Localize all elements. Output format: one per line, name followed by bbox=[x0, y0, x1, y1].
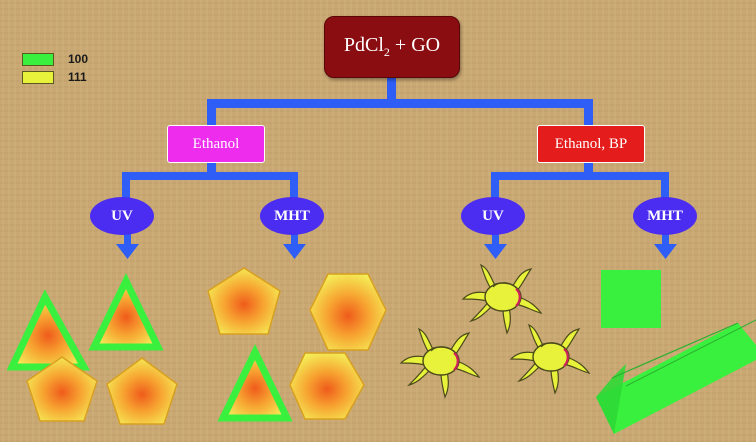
branch-label-ethanol: Ethanol bbox=[192, 135, 240, 152]
method-label-bp-mht: MHT bbox=[647, 207, 683, 224]
branch-box-ethanol: Ethanol bbox=[167, 125, 265, 163]
legend-label-100: 100 bbox=[68, 52, 89, 66]
root-box-pdcl2-go: PdCl2 + GO bbox=[324, 16, 460, 78]
method-label-bp-uv: UV bbox=[482, 207, 504, 224]
method-label-ethanol-uv: UV bbox=[111, 207, 133, 224]
method-label-ethanol-mht: MHT bbox=[274, 207, 310, 224]
method-oval-ethanol-mht: MHT bbox=[260, 197, 324, 235]
root-label-pre: PdCl bbox=[343, 34, 384, 56]
legend-swatch-100 bbox=[22, 52, 54, 66]
legend-swatch-111 bbox=[22, 70, 54, 84]
branch-box-ethanol-bp: Ethanol, BP bbox=[537, 125, 645, 163]
legend-label-111: 111 bbox=[68, 70, 87, 84]
root-label-sub: 2 bbox=[383, 45, 390, 59]
method-oval-ethanol-uv: UV bbox=[90, 197, 154, 235]
root-label: PdCl2 + GO bbox=[344, 34, 440, 60]
root-label-post: + GO bbox=[389, 34, 441, 56]
bp-mht-shapes bbox=[596, 270, 756, 434]
legend-item-100: 100 bbox=[22, 52, 88, 66]
branch-label-ethanol-bp: Ethanol, BP bbox=[554, 135, 628, 152]
ethanol-mht-shapes bbox=[207, 267, 387, 422]
method-oval-bp-uv: UV bbox=[461, 197, 525, 235]
legend-item-111: 111 bbox=[22, 70, 87, 84]
bp-uv-shapes bbox=[399, 263, 591, 399]
method-oval-bp-mht: MHT bbox=[633, 197, 697, 235]
ethanol-uv-shapes bbox=[6, 272, 178, 425]
